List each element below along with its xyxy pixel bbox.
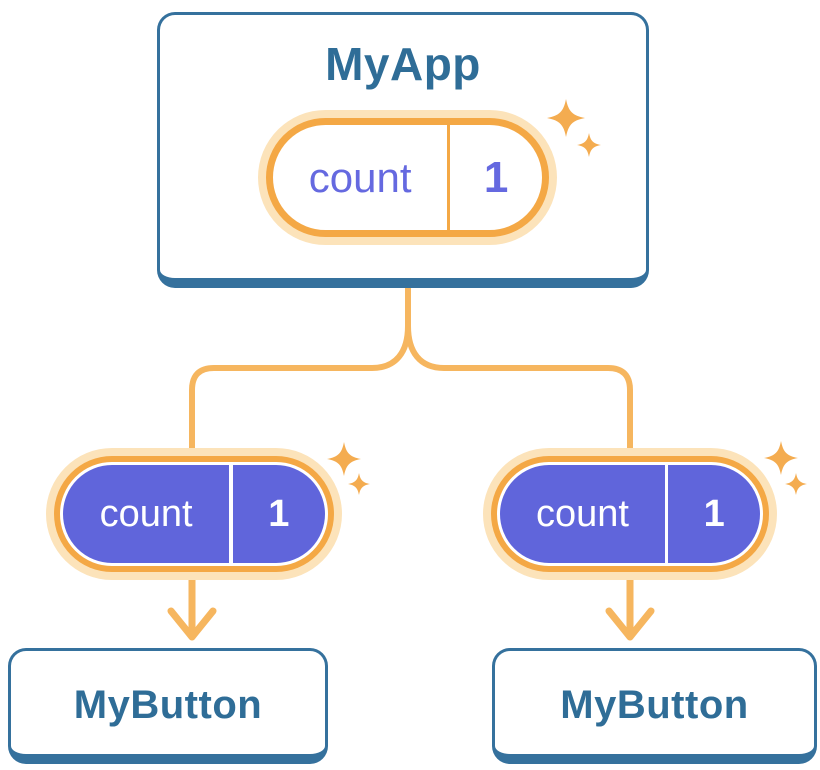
pill-divider xyxy=(229,465,233,563)
mybutton-title: MyButton xyxy=(73,683,263,727)
sparkle-icon xyxy=(327,442,361,476)
pill-divider xyxy=(447,125,451,230)
state-name: count xyxy=(99,492,193,535)
sparkle-icon xyxy=(348,473,370,495)
mybutton-title: MyButton xyxy=(560,683,749,727)
mybutton-card-right: MyButton xyxy=(492,648,817,764)
connector-branch-right xyxy=(405,283,633,459)
root-state-pill: count 1 xyxy=(266,118,549,237)
state-value: 1 xyxy=(703,492,725,535)
mybutton-card-left: MyButton xyxy=(8,648,328,764)
pill-divider xyxy=(664,465,669,563)
state-name: count xyxy=(308,153,412,201)
myapp-title: MyApp xyxy=(325,38,481,90)
state-name: count xyxy=(535,492,629,535)
sparkle-icon xyxy=(764,441,798,475)
child-state-pill-right: count 1 xyxy=(497,462,763,566)
sparkle-icon xyxy=(785,473,807,495)
down-arrow-left-icon xyxy=(167,568,217,641)
down-arrow-right-icon xyxy=(605,568,655,641)
connector-branch-left xyxy=(189,283,411,459)
state-value: 1 xyxy=(268,492,290,535)
state-value: 1 xyxy=(483,152,509,202)
child-state-pill-left: count 1 xyxy=(60,462,328,566)
